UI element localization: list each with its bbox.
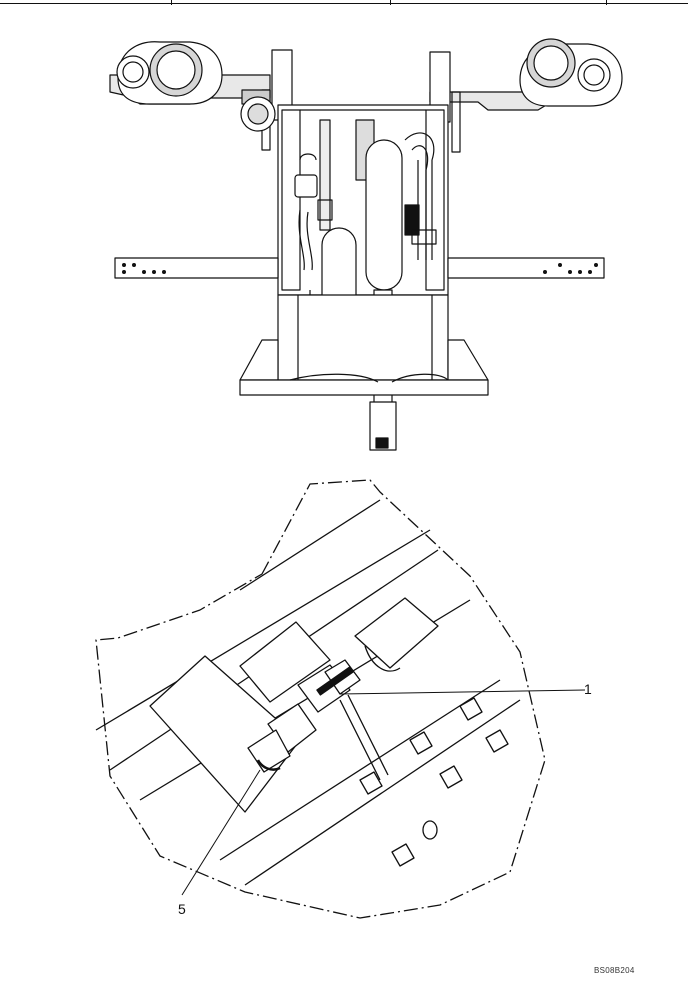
callout-5: 5 xyxy=(178,901,186,917)
right-lamp-lens xyxy=(533,45,569,81)
detail-view-drawing xyxy=(95,479,586,919)
figure-code: BS08B204 xyxy=(594,966,635,975)
header-tick xyxy=(390,0,391,5)
leader-1 xyxy=(339,689,586,695)
main-cylinder xyxy=(365,139,403,291)
right-lamp-small xyxy=(577,58,611,92)
leader-5 xyxy=(181,769,261,896)
header-tick xyxy=(606,0,607,5)
left-lamp-lens xyxy=(156,50,196,90)
left-lamp-small-inner xyxy=(122,61,144,83)
right-cross-arm xyxy=(447,257,605,279)
detail-boundary xyxy=(95,479,546,919)
left-lamp-small xyxy=(116,55,150,89)
right-lamp-small-inner xyxy=(583,64,605,86)
base-plate xyxy=(239,379,489,396)
header-rule xyxy=(0,0,688,4)
callout-1: 1 xyxy=(584,681,592,697)
header-tick xyxy=(171,0,172,5)
left-cross-arm xyxy=(114,257,279,279)
